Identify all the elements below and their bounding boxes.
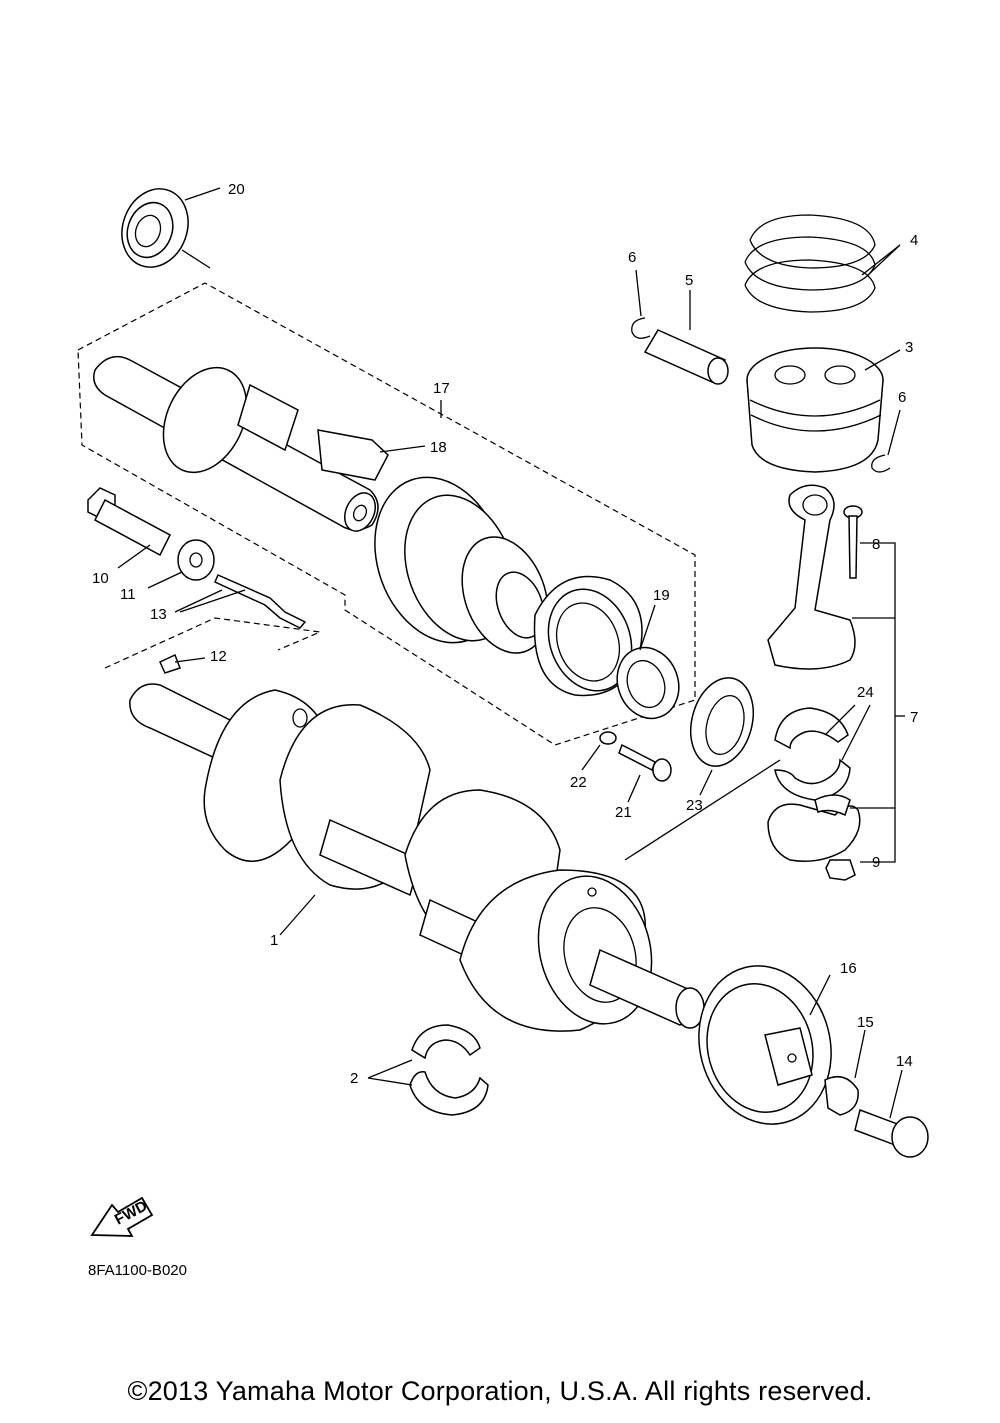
callout-22: 22 — [570, 774, 587, 791]
plate-13 — [214, 574, 307, 629]
callout-6-top: 6 — [628, 249, 636, 266]
callout-17: 17 — [433, 380, 450, 397]
callout-6-right: 6 — [898, 389, 906, 406]
copyright-notice: ©2013 Yamaha Motor Corporation, U.S.A. A… — [127, 1376, 873, 1406]
callout-19: 19 — [653, 587, 670, 604]
callout-23: 23 — [686, 797, 703, 814]
callout-5: 5 — [685, 272, 693, 289]
piston-rings-4 — [744, 214, 876, 313]
callout-20: 20 — [228, 181, 245, 198]
fwd-arrow-icon: FWD — [90, 1196, 154, 1237]
rod-nut-9 — [825, 859, 856, 881]
callout-7: 7 — [910, 709, 918, 726]
callout-21: 21 — [615, 804, 632, 821]
rod-bearings-24 — [774, 707, 851, 817]
piston-3 — [746, 347, 884, 473]
gear-16 — [698, 965, 832, 1125]
clip-6-right — [871, 454, 891, 473]
washer-22 — [599, 731, 617, 745]
balancer-assembly-outline — [77, 282, 696, 746]
diagram-code: 8FA1100-B020 — [88, 1262, 187, 1279]
callout-1: 1 — [270, 932, 278, 949]
callout-18: 18 — [430, 439, 447, 456]
balancer-shaft-17 — [93, 355, 379, 532]
callout-10: 10 — [92, 570, 109, 587]
clip-6-top — [631, 317, 651, 339]
callout-labels: 1 2 3 4 5 6 6 7 8 9 10 11 12 13 14 15 16… — [92, 181, 918, 1087]
callout-11: 11 — [120, 586, 136, 603]
callout-4: 4 — [910, 232, 918, 249]
connecting-rod-7 — [767, 484, 861, 862]
balancer-weight-18 — [317, 429, 389, 481]
callout-24: 24 — [857, 684, 874, 701]
piston-pin-5 — [643, 329, 729, 385]
callout-8: 8 — [872, 536, 880, 553]
callout-14: 14 — [896, 1053, 913, 1070]
bearing-shells-2 — [409, 1024, 489, 1116]
balancer-gear — [374, 476, 549, 654]
crank-key-outline — [104, 617, 323, 669]
oil-seal-19 — [616, 646, 680, 720]
lock-washer-15 — [824, 1075, 859, 1116]
oil-seal-23 — [690, 677, 754, 767]
rod-bolt-8 — [843, 505, 863, 579]
bolt-21 — [618, 743, 672, 782]
bearing-20 — [121, 188, 189, 268]
balancer-cover — [533, 575, 643, 697]
key-12 — [159, 653, 181, 674]
callout-9: 9 — [872, 854, 880, 871]
bolt-14 — [854, 1109, 929, 1158]
callout-15: 15 — [857, 1014, 874, 1031]
washer-11 — [177, 539, 215, 581]
leader-lines — [117, 187, 905, 1119]
callout-13: 13 — [150, 606, 167, 623]
callout-16: 16 — [840, 960, 857, 977]
callout-3: 3 — [905, 339, 913, 356]
bolt-10 — [87, 487, 171, 557]
crankshaft-1 — [129, 683, 705, 1032]
callout-2: 2 — [350, 1070, 358, 1087]
callout-12: 12 — [210, 648, 227, 665]
